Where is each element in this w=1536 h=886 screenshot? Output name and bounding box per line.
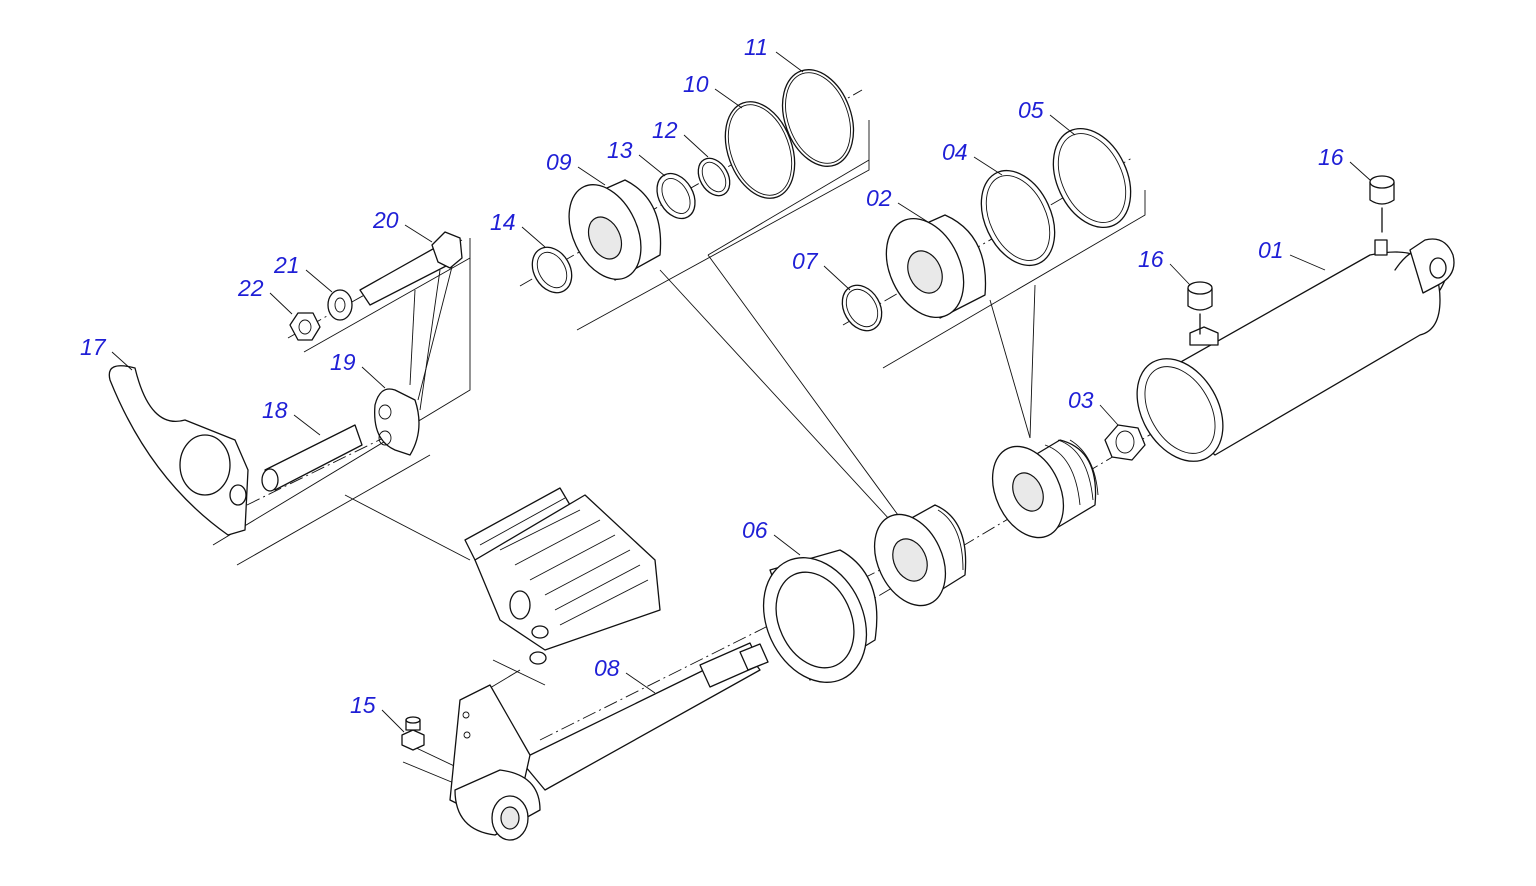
- label-part-03: 03: [1068, 387, 1094, 413]
- label-part-10: 10: [683, 71, 709, 97]
- label-part-01: 01: [1258, 237, 1284, 263]
- part-20-bolt: [359, 231, 463, 306]
- label-part-12: 12: [652, 117, 678, 143]
- label-part-02: 02: [866, 185, 892, 211]
- part-19-link: [374, 388, 420, 456]
- part-18-pin: [261, 424, 363, 492]
- grouping-lines: [212, 120, 1146, 801]
- label-part-08: 08: [594, 655, 620, 681]
- label-part-22: 22: [237, 275, 264, 301]
- label-part-21: 21: [273, 252, 300, 278]
- stacked-plates-bundle: [464, 487, 661, 665]
- label-part-15: 15: [350, 692, 376, 718]
- part-gland: [873, 504, 967, 607]
- part-01-cylinder-barrel: [1136, 238, 1455, 462]
- part-03-nut: [1104, 424, 1146, 461]
- label-part-20: 20: [372, 207, 399, 233]
- part-21-washer: [327, 289, 353, 321]
- part-16-dust-caps: [1187, 175, 1395, 335]
- part-15-grease-nipple: [401, 716, 425, 751]
- label-part-11: 11: [744, 34, 768, 60]
- label-part-16-lower: 16: [1138, 246, 1164, 272]
- label-part-14: 14: [490, 209, 516, 235]
- label-part-05: 05: [1018, 97, 1044, 123]
- label-part-19: 19: [330, 349, 356, 375]
- label-part-13: 13: [607, 137, 633, 163]
- part-09-gland-top: [568, 179, 662, 281]
- label-part-04: 04: [942, 139, 968, 165]
- part-08-piston-rod: [449, 642, 769, 841]
- seal-rings-top: [531, 69, 855, 294]
- label-part-18: 18: [262, 397, 288, 423]
- label-part-07: 07: [792, 248, 819, 274]
- label-part-17: 17: [80, 334, 107, 360]
- label-part-09: 09: [546, 149, 572, 175]
- part-labels: 01 02 03 04 05 06 07 08 09 10 11 12 13 1…: [80, 34, 1371, 733]
- part-06-collar: [762, 549, 878, 683]
- label-part-16-upper: 16: [1318, 144, 1344, 170]
- part-piston-assembly: [991, 439, 1099, 539]
- part-17-bracket-plate: [108, 365, 249, 536]
- part-02-piston-top: [885, 214, 987, 319]
- label-part-06: 06: [742, 517, 768, 543]
- part-22-lock-nut: [289, 312, 321, 341]
- seal-rings-02-group: [841, 127, 1132, 332]
